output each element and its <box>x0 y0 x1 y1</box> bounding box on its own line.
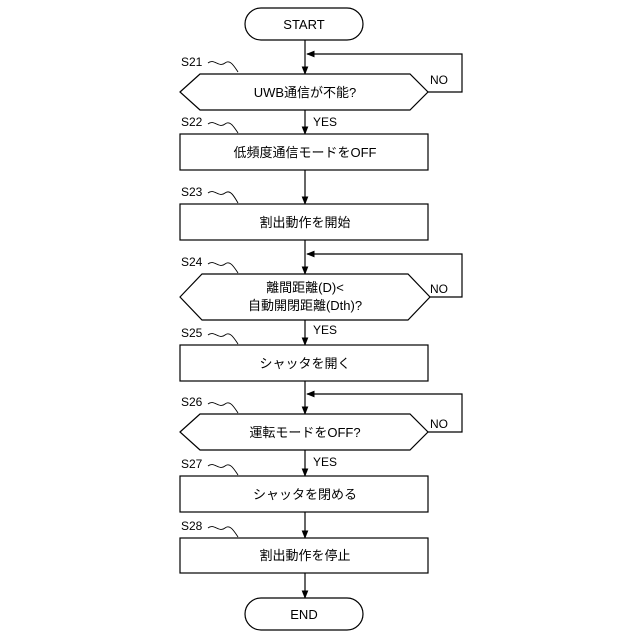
step-s24-text-line2: 自動開閉距離(Dth)? <box>248 298 362 313</box>
end-label: END <box>290 607 317 622</box>
step-s23-text: 割出動作を開始 <box>259 215 350 230</box>
step-s22-process: 低頻度通信モードをOFF S22 <box>180 115 428 170</box>
s26-yes-label: YES <box>313 455 337 469</box>
step-s28-id: S28 <box>181 519 203 533</box>
step-s25-process: シャッタを開く S25 <box>180 326 428 381</box>
s21-yes-label: YES <box>313 115 337 129</box>
s24-yes-label: YES <box>313 323 337 337</box>
step-s23-process: 割出動作を開始 S23 <box>180 185 428 240</box>
start-terminal: START <box>245 8 363 40</box>
s26-no-label: NO <box>430 417 448 431</box>
step-s25-text: シャッタを開く <box>259 356 350 371</box>
start-label: START <box>283 17 324 32</box>
step-s24-decision: 離間距離(D)< 自動開閉距離(Dth)? S24 NO YES <box>180 255 448 337</box>
step-s21-text: UWB通信が不能? <box>254 85 357 100</box>
step-s21-id: S21 <box>181 55 203 69</box>
step-s28-text: 割出動作を停止 <box>259 548 350 563</box>
end-terminal: END <box>245 598 363 630</box>
s21-no-label: NO <box>430 73 448 87</box>
step-s28-process: 割出動作を停止 S28 <box>180 519 428 573</box>
step-s27-text: シャッタを閉める <box>253 487 357 502</box>
step-s26-id: S26 <box>181 395 203 409</box>
step-s26-decision: 運転モードをOFF? S26 NO YES <box>180 395 448 469</box>
step-s27-id: S27 <box>181 457 203 471</box>
step-s24-text-line1: 離間距離(D)< <box>266 280 344 295</box>
s24-no-label: NO <box>430 282 448 296</box>
step-s21-decision: UWB通信が不能? S21 NO YES <box>180 55 448 129</box>
step-s24-id: S24 <box>181 255 203 269</box>
step-s22-id: S22 <box>181 115 203 129</box>
step-s27-process: シャッタを閉める S27 <box>180 457 428 512</box>
step-s22-text: 低頻度通信モードをOFF <box>234 145 377 160</box>
step-s25-id: S25 <box>181 326 203 340</box>
step-s23-id: S23 <box>181 185 203 199</box>
step-s26-text: 運転モードをOFF? <box>249 425 360 440</box>
